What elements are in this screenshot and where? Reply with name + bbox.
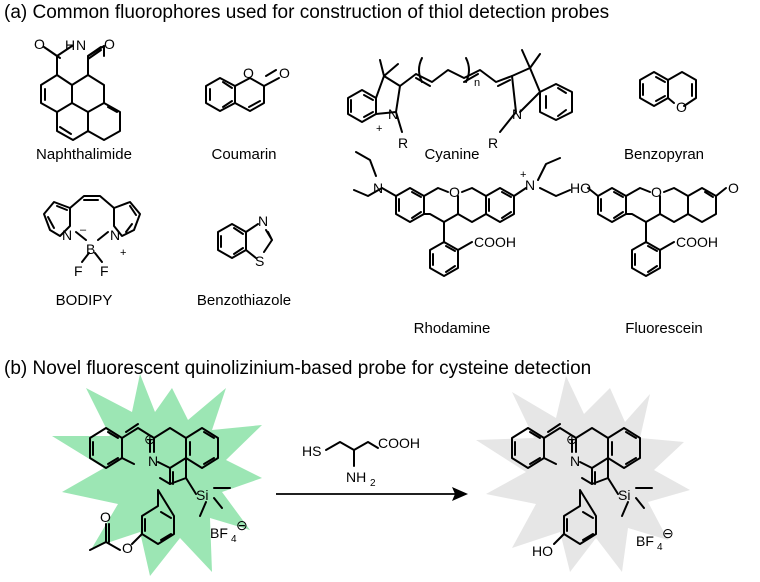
bodipy-minus: – — [80, 224, 87, 236]
probe-o2: O — [100, 509, 111, 525]
bodipy-structure: N – B N + F F — [43, 195, 141, 279]
fluorescein-o1: O — [651, 184, 662, 200]
probe-o1: O — [122, 540, 133, 556]
naphthalimide-structure: H N O O — [34, 36, 121, 141]
section-b-heading: (b) Novel fluorescent quinolizinium-base… — [4, 358, 592, 379]
cysteine-cooh: COOH — [378, 435, 420, 451]
bodipy-f2: F — [100, 263, 109, 279]
cyanine-n1: N — [388, 106, 398, 122]
product-bf: BF — [636, 533, 654, 549]
probe-cation: ⊕ — [144, 431, 156, 447]
label-naphthalimide: Naphthalimide — [36, 146, 132, 163]
label-rhodamine: Rhodamine — [413, 320, 491, 337]
reaction-arrow — [276, 487, 468, 501]
cyanine-n2: N — [512, 106, 522, 122]
bodipy-n1: N — [62, 227, 72, 243]
label-fluorescein: Fluorescein — [625, 320, 703, 337]
rhodamine-structure: N O N + COOH — [353, 151, 571, 277]
label-bodipy: BODIPY — [55, 292, 113, 309]
probe-bf: BF — [210, 525, 228, 541]
benzothiazole-s: S — [255, 253, 264, 269]
benzothiazole-n: N — [258, 213, 268, 229]
rhodamine-n2: N — [525, 177, 535, 193]
bodipy-plus: + — [120, 247, 126, 259]
fluorescein-cooh: COOH — [676, 234, 718, 250]
product-anion: ⊖ — [662, 525, 674, 541]
product-si: Si — [618, 487, 630, 503]
product-cation: ⊕ — [566, 431, 578, 447]
naphthalimide-o1: O — [34, 36, 45, 52]
cysteine-hs: HS — [302, 443, 321, 459]
bodipy-b: B — [86, 241, 95, 257]
product-glow — [476, 376, 690, 572]
rhodamine-n1: N — [373, 180, 383, 196]
rhodamine-o: O — [449, 184, 460, 200]
probe-n: N — [148, 453, 158, 469]
product-bf-sub: 4 — [657, 542, 663, 553]
label-cyanine: Cyanine — [424, 146, 480, 163]
probe-glow — [52, 374, 262, 576]
rhodamine-cooh: COOH — [474, 234, 516, 250]
probe-anion: ⊖ — [236, 517, 248, 533]
cyanine-n-sub: n — [474, 77, 480, 89]
cysteine-structure: HS COOH NH 2 — [302, 435, 420, 489]
product-structure: ⊕ N HO Si BF 4 ⊖ — [511, 423, 674, 559]
cyanine-r2: R — [488, 135, 498, 151]
naphthalimide-h: H — [65, 37, 75, 53]
label-benzothiazole: Benzothiazole — [196, 292, 292, 309]
rhodamine-plus: + — [520, 169, 526, 181]
product-ho: HO — [532, 543, 553, 559]
cyanine-r1: R — [398, 135, 408, 151]
probe-bf-sub: 4 — [231, 534, 237, 545]
product-n: N — [570, 453, 580, 469]
cysteine-nh: NH — [346, 469, 366, 485]
coumarin-o2: O — [279, 65, 290, 81]
fluorescein-structure: HO O O COOH — [570, 180, 739, 277]
fluorescein-o2: O — [728, 180, 739, 196]
cysteine-nh-sub: 2 — [370, 478, 376, 489]
probe-structure: ⊕ N O O Si BF 4 ⊖ — [89, 423, 248, 556]
bodipy-n2: N — [110, 227, 120, 243]
benzopyran-o: O — [676, 99, 687, 115]
benzopyran-structure: O — [639, 71, 697, 115]
label-benzopyran: Benzopyran — [623, 146, 705, 163]
benzothiazole-structure: N S — [217, 213, 273, 269]
probe-si: Si — [196, 487, 208, 503]
label-coumarin: Coumarin — [211, 146, 277, 163]
naphthalimide-n: N — [76, 37, 86, 53]
naphthalimide-o2: O — [104, 36, 115, 52]
cyanine-structure: N + R n N R — [347, 49, 573, 151]
coumarin-o1: O — [243, 65, 254, 81]
section-a-heading: (a) Common fluorophores used for constru… — [4, 2, 610, 23]
coumarin-structure: O O — [205, 65, 290, 112]
fluorescein-ho: HO — [570, 180, 591, 196]
bodipy-f1: F — [74, 263, 83, 279]
cyanine-plus: + — [376, 123, 382, 135]
